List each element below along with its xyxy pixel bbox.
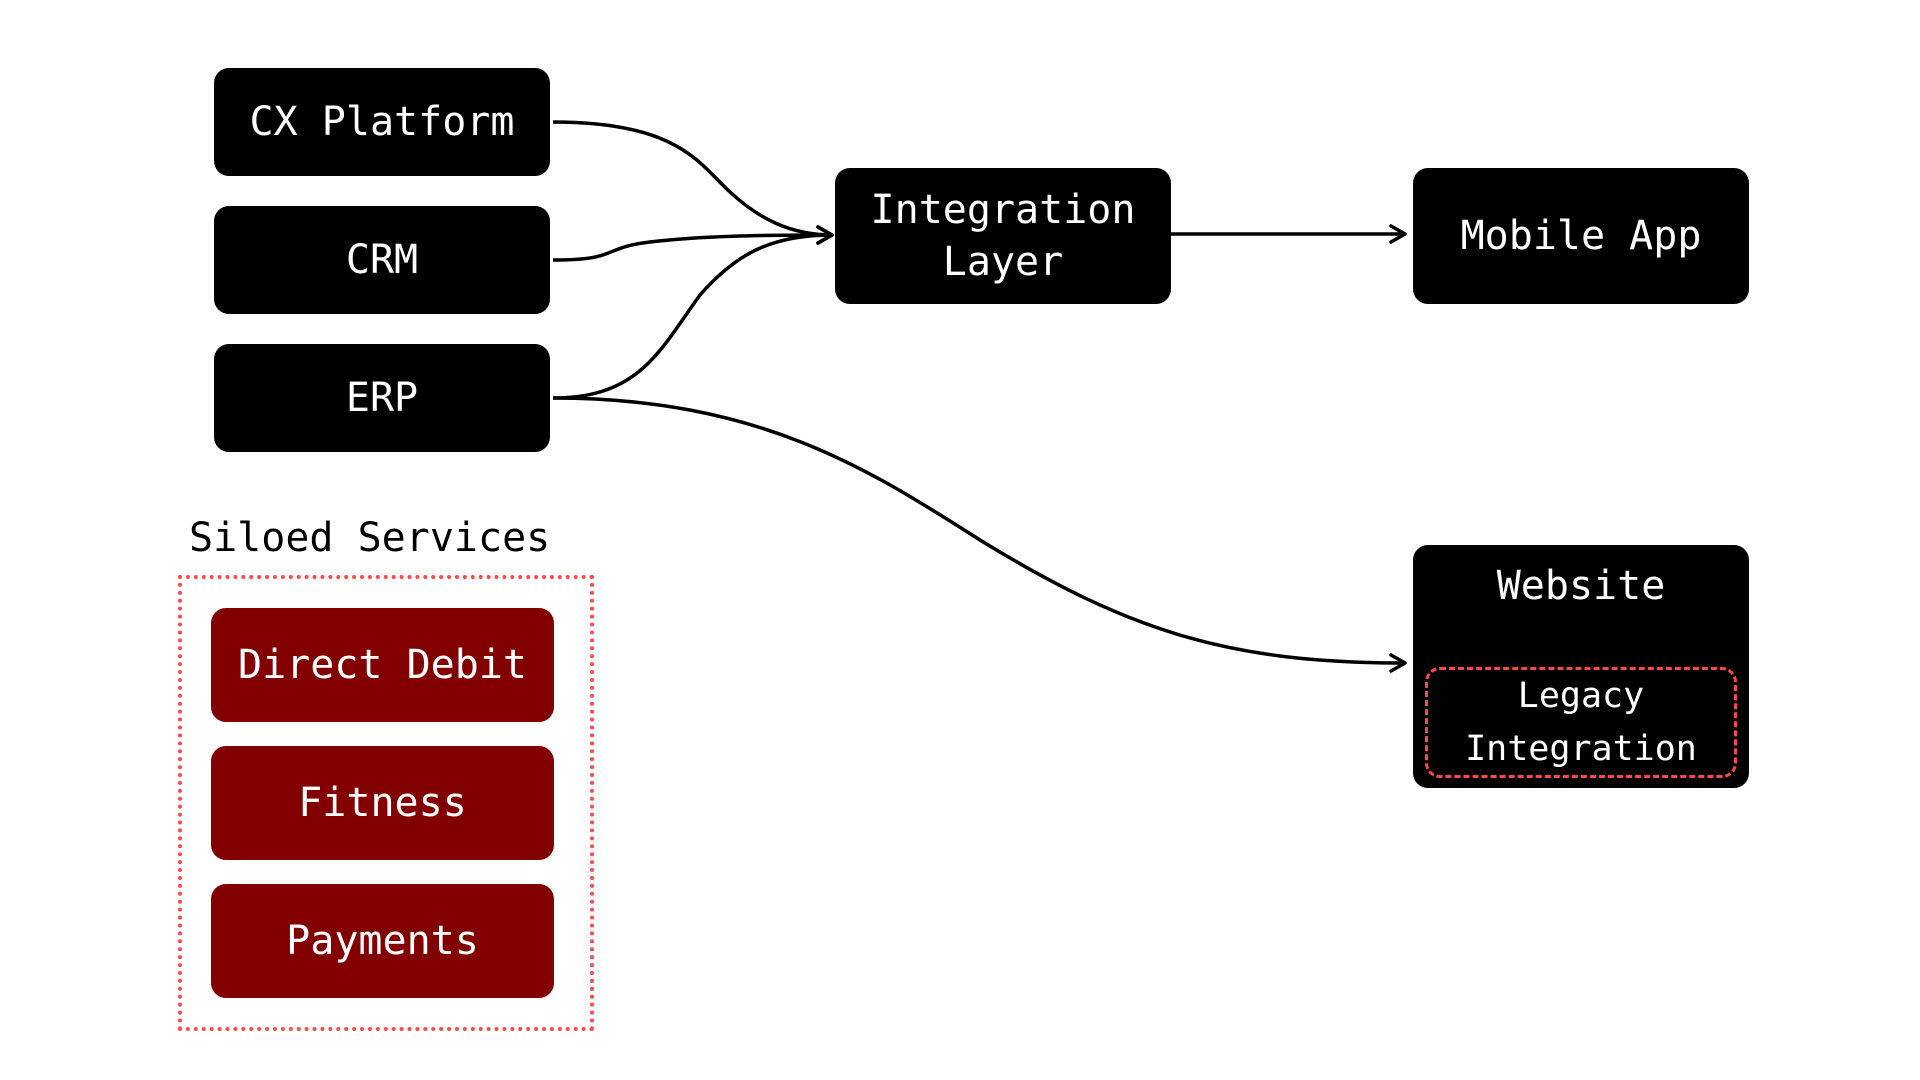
- edge-crm-to-integration-layer: [552, 225, 834, 262]
- node-direct-debit-label: Direct Debit: [238, 642, 527, 688]
- node-erp: ERP: [214, 344, 550, 452]
- node-payments-label: Payments: [286, 918, 479, 964]
- node-direct-debit: Direct Debit: [211, 608, 554, 722]
- edge-erp-to-integration-layer: [552, 225, 834, 400]
- node-cx-platform: CX Platform: [214, 68, 550, 176]
- edge-cx-platform-to-integration-layer: [552, 120, 834, 245]
- node-erp-label: ERP: [345, 375, 419, 421]
- node-integration-layer-label: Integration Layer: [870, 187, 1136, 285]
- siloed-services-title: Siloed Services: [189, 515, 551, 561]
- node-payments: Payments: [211, 884, 554, 998]
- node-cx-platform-label: CX Platform: [249, 99, 515, 145]
- edge-erp-to-website: [552, 396, 1407, 673]
- node-crm: CRM: [214, 206, 550, 314]
- node-fitness-label: Fitness: [298, 780, 467, 826]
- node-fitness: Fitness: [211, 746, 554, 860]
- node-mobile-app: Mobile App: [1413, 168, 1749, 304]
- node-mobile-app-label: Mobile App: [1460, 213, 1702, 259]
- siloed-services-group: [178, 575, 594, 1031]
- node-website-label: Website: [1496, 563, 1666, 609]
- node-website: Website Legacy Integration: [1413, 545, 1749, 788]
- node-crm-label: CRM: [345, 237, 419, 283]
- node-integration-layer: Integration Layer: [835, 168, 1171, 304]
- legacy-integration-box: Legacy Integration: [1425, 667, 1737, 778]
